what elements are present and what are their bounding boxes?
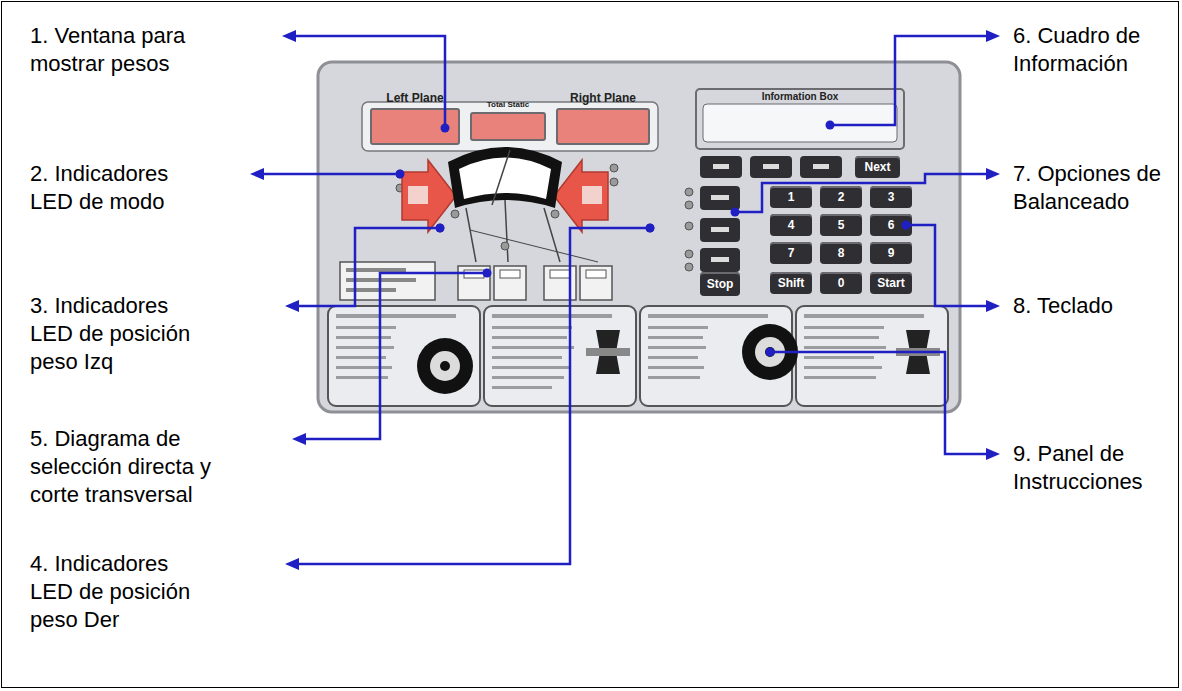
callout-label: 7. Opciones de Balanceado: [1013, 160, 1173, 216]
key-button: Start: [870, 272, 912, 294]
key-label: Stop: [707, 277, 734, 291]
callout-label: 9. Panel de Instrucciones: [1013, 440, 1163, 496]
key-button: 2: [820, 186, 862, 208]
callout-label: 6. Cuadro de Información: [1013, 22, 1173, 78]
window-heading: Total Static: [452, 100, 564, 109]
key-button: 4: [770, 214, 812, 236]
key-button: 7: [770, 242, 812, 264]
key-label: 3: [888, 190, 895, 204]
key-label: 9: [888, 246, 895, 260]
weight-window: Right Plane: [556, 108, 650, 145]
weight-window: Total Static: [470, 112, 546, 141]
key-label: Shift: [778, 276, 805, 290]
key-button: 3: [870, 186, 912, 208]
key-label: 0: [838, 276, 845, 290]
key-label: 6: [888, 218, 895, 232]
window-heading: Left Plane: [352, 91, 478, 105]
key-label: 5: [838, 218, 845, 232]
key-button: 0: [820, 272, 862, 294]
key-label: 2: [838, 190, 845, 204]
callout-label: 1. Ventana para mostrar pesos: [30, 22, 230, 78]
key-button: 1: [770, 186, 812, 208]
key-button: 5: [820, 214, 862, 236]
key-button: 9: [870, 242, 912, 264]
key-button: 8: [820, 242, 862, 264]
callout-label: 8. Teclado: [1013, 292, 1173, 320]
key-button: Shift: [770, 272, 812, 294]
callout-label: 5. Diagrama de selección directa y corte…: [30, 425, 245, 509]
key-label: Next: [864, 160, 890, 174]
window-heading: Right Plane: [538, 91, 668, 105]
key-label: 7: [788, 246, 795, 260]
key-button: Next: [855, 156, 900, 178]
callout-label: 4. Indicadores LED de posición peso Der: [30, 550, 215, 634]
callout-label: 3. Indicadores LED de posición peso Izq: [30, 292, 215, 376]
weight-window: Left Plane: [370, 108, 460, 145]
key-label: 1: [788, 190, 795, 204]
key-label: 8: [838, 246, 845, 260]
callout-label: 2. Indicadores LED de modo: [30, 160, 210, 216]
box-heading: Information Box: [697, 91, 903, 102]
information-box: Information Box: [695, 88, 905, 150]
stop-button: Stop: [700, 272, 740, 296]
key-button: 6: [870, 214, 912, 236]
key-label: 4: [788, 218, 795, 232]
key-label: Start: [877, 276, 904, 290]
